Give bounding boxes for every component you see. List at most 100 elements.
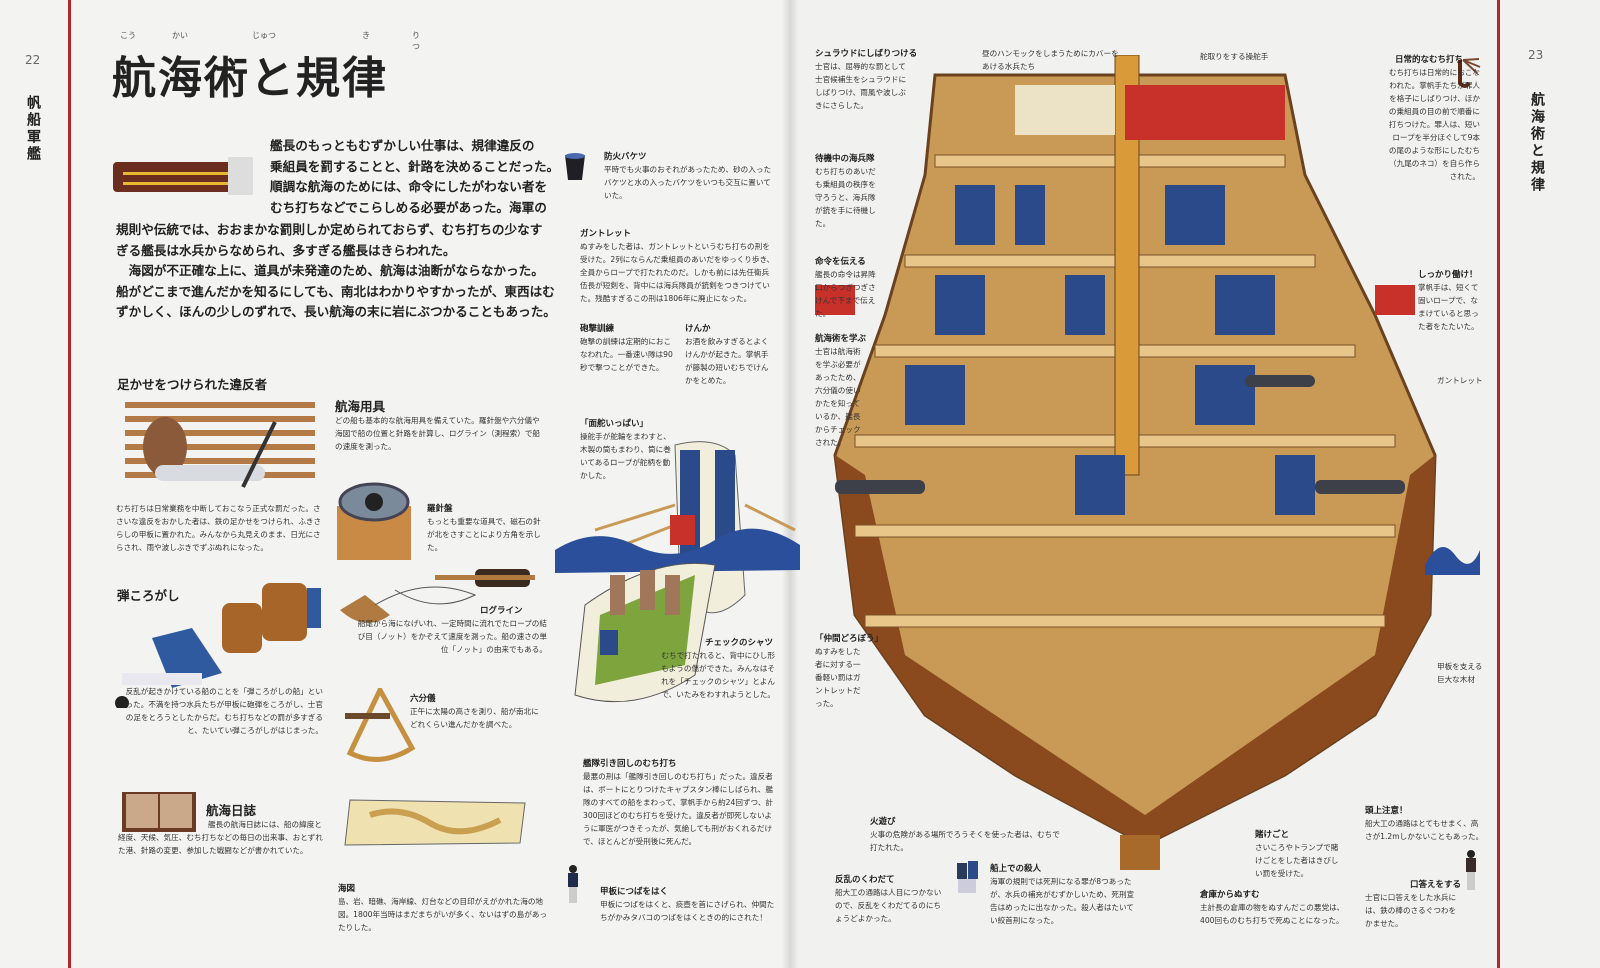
mutiny-text: 船大工の通路は人目につかないので、反乱をくわだてるのにちょうどよかった。 <box>835 888 942 923</box>
fleet-flogging-boats-illustration <box>555 441 800 703</box>
work-hard-heading: しっかり働け！ <box>1418 270 1478 280</box>
check-shirt-text: むちで打たれると、背中にひし形もようの傷ができた。みんなはそれを「チェックのシャ… <box>661 651 775 699</box>
thief-heading: 「仲間どろぼう」 <box>815 634 884 644</box>
learning-heading: 航海術を学ぶ <box>815 334 867 344</box>
fire-bucket-illustration <box>565 153 585 180</box>
flogging-line-illustration <box>113 157 253 195</box>
intro-paragraph-top: 艦長のもっともむずかしい仕事は、規律違反の 乗組員を罰することと、針路を決めるこ… <box>270 136 570 218</box>
spitting-sailor-illustration <box>568 865 578 903</box>
gauntlet-text: ぬすみをした者は、ガントレットというむち打ちの刑を受けた。2列にならんだ乗組員の… <box>580 242 775 303</box>
storeroom-text: 主計長の倉庫の物をぬすんだこの悪党は、400回ものむち打ちで死ぬことになった。 <box>1200 903 1345 925</box>
side-title-right: 航海術と規律 <box>1529 92 1545 194</box>
tools-text: どの船も基本的な航海用具を備えていた。羅針盤や六分儀や海図で船の位置と針路を計算… <box>335 416 541 451</box>
compass-text: もっとも重要な道具で、磁石の針が北をさすことにより方角を示した。 <box>427 517 541 552</box>
shackled-heading: 足かせをつけられた違反者 <box>117 377 268 392</box>
sea-chart-illustration <box>344 799 526 846</box>
marines-heading: 待機中の海兵隊 <box>815 154 875 164</box>
intro-paragraph-bottom: 規則や伝統では、おおまかな罰則しか定められておらず、むち打ちの少なす ぎる艦長は… <box>116 220 586 323</box>
check-shirt-heading: チェックのシャツ <box>705 638 774 648</box>
backtalk-heading: 口答えをする <box>1410 880 1462 890</box>
mutiny-heading: 反乱のくわだて <box>835 875 895 885</box>
gun-drill-heading: 砲撃訓練 <box>580 324 615 334</box>
ruby: こう <box>120 31 136 40</box>
fleet-flogging-text: 最悪の刑は「艦隊引き回しのむち打ち」だった。違反者は、ボートにとりつけたキャプス… <box>583 772 774 846</box>
storeroom-heading: 倉庫からぬすむ <box>1200 890 1260 900</box>
logbook-text: 艦長の航海日誌には、船の緯度と経度、天候、気圧、むち打ちなどの毎日の出来事、おと… <box>118 820 323 855</box>
sextant-illustration <box>345 688 416 762</box>
sextant-text: 正午に太陽の高さを測り、船が南北にどれくらい進んだかを調べた。 <box>410 707 539 729</box>
logline-text: 船尾から海になげいれ、一定時間に流れでたロープの結び目（ノット）をかぞえて速度を… <box>357 619 547 654</box>
daily-flogging-heading: 日常的なむち打ち <box>1395 55 1464 65</box>
murder-illustration <box>957 861 978 893</box>
murder-text: 海軍の規則では死刑になる罪が8つあったが、水兵の補充がむずかしいため、死刑宣告は… <box>990 877 1135 925</box>
helm-text: 操舵手が舵輪をまわすと、木製の筒もまわり、筒に巻いてあるロープが舵柄を動かした。 <box>580 432 671 480</box>
cat-o-nine-tails-illustration <box>1458 58 1481 88</box>
logbook-illustration <box>122 792 196 832</box>
logbook-heading: 航海日誌 <box>206 803 257 818</box>
orders-text: 艦長の命令は昇降口からつぎつぎさけんで下まで伝えた。 <box>815 270 876 318</box>
gambling-text: さいころやトランプで賭けごとをした者はきびしい罰を受けた。 <box>1255 843 1339 878</box>
sea-chart-text: 島、岩、暗礁、海岸線、灯台などの目印がえがかれた海の地図。1800年当時はまだま… <box>338 897 548 932</box>
intro-line: 乗組員を罰することと、針路を決めることだった。 <box>270 158 560 174</box>
work-hard-text: 掌帆手は、短くて固いロープで、なまけていると思った者をたたいた。 <box>1418 283 1479 331</box>
fire-bucket-text: 平時でも火事のおそれがあったため、砂の入ったバケツと水の入ったバケツをいつも交互… <box>604 165 772 200</box>
hammock-label: 昼のハンモックをしまうためにカバーをあける水兵たち <box>982 49 1119 71</box>
fleet-flogging-heading: 艦隊引き回しのむち打ち <box>583 759 677 769</box>
spitting-heading: 甲板につばをはく <box>600 887 669 897</box>
orders-heading: 命令を伝える <box>815 257 866 267</box>
left-margin-rule <box>68 0 71 968</box>
gambling-heading: 賭けごと <box>1255 830 1290 840</box>
intro-line: 規則や伝統では、おおまかな罰則しか定められておらず、むち打ちの少なす <box>116 222 543 237</box>
rolling-shot-text: 反乱が起きかけている船のことを「弾ころがしの船」といった。不満を持つ水兵たちが甲… <box>125 687 323 735</box>
compass-heading: 羅針盤 <box>427 504 453 514</box>
backtalk-text: 士官に口答えをした水兵には、鉄の棒のさるぐつわをかませた。 <box>1365 893 1457 928</box>
intro-line: 船がどこまで進んだかを知るにしても、南北はわかりやすかったが、東西はむ <box>116 283 555 299</box>
ruby: かい <box>172 31 188 40</box>
murder-heading: 船上での殺人 <box>990 864 1042 874</box>
thief-text: ぬすみをした者に対する一番軽い罰はガントレットだった。 <box>815 647 861 708</box>
page-number-left: 22 <box>25 53 41 67</box>
rolling-shot-illustration <box>115 583 321 708</box>
ship-cross-section-illustration <box>815 55 1437 870</box>
ruby: じゅつ <box>252 31 276 40</box>
intro-line: 海図が不正確な上に、道具が未発達のため、航海は油断がならなかった。 <box>116 263 544 278</box>
ruby: りつ <box>412 31 420 51</box>
fight-text: お酒を飲みすぎるとよくけんかが起きた。掌帆手が籐製の短いむちでけんかをとめた。 <box>685 337 769 385</box>
compass-illustration <box>337 482 411 560</box>
gauntlet-label: ガントレット <box>1437 376 1483 385</box>
tools-heading: 航海用具 <box>335 399 386 414</box>
logline-illustration <box>340 569 535 623</box>
shroud-text: 士官は、屈辱的な罰として士官候補生をシュラウドにしばりつけ、雨風や波しぶきにさら… <box>815 62 907 110</box>
ruby: き <box>362 31 370 40</box>
learning-text: 士官は航海術を学ぶ必要があったため、六分儀の使いかたを知っているか、艦長からチェ… <box>815 347 861 447</box>
spitting-text: 甲板につばをはくと、痰壺を首にさげられ、仲間たちがかみタバコのつばをはくときの的… <box>600 900 775 922</box>
page-title-block: こう かい じゅつ き りつ 航海術と規律 <box>112 30 420 106</box>
fight-heading: けんか <box>685 324 711 334</box>
intro-line: ぎる艦長は水兵からなめられ、多すぎる艦長はきらわれた。 <box>116 242 456 258</box>
rolling-shot-heading: 弾ころがし <box>117 588 180 603</box>
right-margin-rule <box>1497 0 1500 968</box>
head-text: 船大工の通路はとてもせまく、高さが1.2mしかないこともあった。 <box>1365 819 1484 841</box>
timber-label: 甲板を支える巨大な木材 <box>1437 662 1483 684</box>
helm-heading: 「面舵いっぱい」 <box>580 419 649 429</box>
intro-line: 艦長のもっともむずかしい仕事は、規律違反の <box>270 138 535 153</box>
book-spine <box>782 0 798 968</box>
gun-drill-text: 砲撃の訓練は定期的におこなわれた。一番速い隊は90秒で撃つことができた。 <box>580 337 673 372</box>
page-title: 航海術と規律 <box>112 53 388 104</box>
shroud-heading: シュラウドにしばりつける <box>815 49 918 59</box>
daily-flogging-text: むち打ちは日常的におこなわれた。掌帆手たちが罪人を格子にしばりつけ、ほかの乗組員… <box>1388 68 1480 181</box>
side-title-left: 帆船軍艦 <box>25 95 41 163</box>
fire-heading: 火遊び <box>870 817 896 827</box>
fire-bucket-heading: 防火バケツ <box>604 152 647 162</box>
shackled-text: むち打ちは日常業務を中断しておこなう正式な罰だった。ささいな違反をおかした者は、… <box>116 504 322 552</box>
backtalk-sailor-illustration <box>1466 850 1476 890</box>
intro-line: 順調な航海のためには、命令にしたがわない者を <box>270 179 548 194</box>
sea-chart-heading: 海図 <box>338 884 356 894</box>
intro-line: むち打ちなどでこらしめる必要があった。海軍の <box>270 199 547 215</box>
gauntlet-heading: ガントレット <box>580 229 632 239</box>
sea-wave-illustration <box>1425 547 1480 575</box>
intro-line: ずかしく、ほんの少しのずれで、長い航海の末に岩にぶつかることもあった。 <box>116 304 556 319</box>
shackled-sailor-illustration <box>125 402 315 488</box>
fire-text: 火事の危険がある場所でろうそくを使った者は、むちで打たれた。 <box>870 830 1060 852</box>
marines-text: むち打ちのあいだも乗組員の秩序を守ろうと、海兵隊が銃を手に待機した。 <box>815 167 876 228</box>
